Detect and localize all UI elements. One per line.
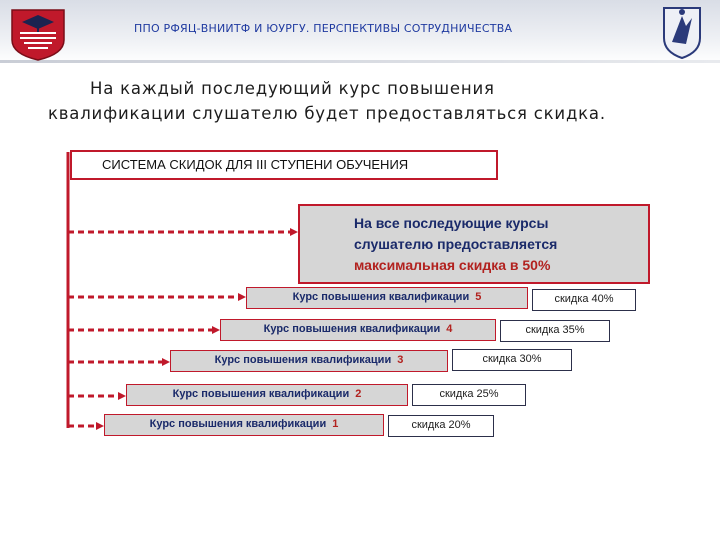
course-4-box: Курс повышения квалификации 4 [220,319,496,341]
course-2-label: Курс повышения квалификации [172,388,350,400]
institute-emblem-logo-icon [663,7,701,60]
course-5-box: Курс повышения квалификации 5 [246,287,528,309]
course-1-label: Курс повышения квалификации [149,418,327,430]
course-2-box: Курс повышения квалификации 2 [126,384,408,406]
course-5-label: Курс повышения квалификации [292,291,470,303]
header-divider [0,60,720,63]
max-discount-box: На все последующие курсы слушателю предо… [298,204,650,284]
course-3-box: Курс повышения квалификации 3 [170,350,448,372]
arrowhead-max-box [290,228,298,236]
course-5-number: 5 [475,291,482,303]
max-box-line-2: слушателю предоставляется [354,236,558,252]
course-4-number: 4 [446,323,453,335]
arrowhead-course-5 [238,293,246,301]
header-title: ППО РФЯЦ-ВНИИТФ И ЮУРГУ. ПЕРСПЕКТИВЫ СОТ… [134,22,513,35]
course-3-discount: скидка 30% [452,349,572,371]
course-3-number: 3 [397,354,404,366]
lead-line-1: На каждый последующий курс повышения [90,79,495,98]
course-2-discount: скидка 25% [412,384,526,406]
discount-system-title: СИСТЕМА СКИДОК ДЛЯ III СТУПЕНИ ОБУЧЕНИЯ [70,150,498,180]
course-4-label: Курс повышения квалификации [263,323,441,335]
max-box-line-3: максимальная скидка в 50% [354,257,551,273]
course-2-number: 2 [355,388,362,400]
arrowhead-course-3 [162,358,170,366]
lead-line-2: квалификации слушателю будет предоставля… [48,104,606,123]
course-5-discount: скидка 40% [532,289,636,311]
lead-text: На каждый последующий курс повышения ква… [40,76,690,126]
arrowhead-course-2 [118,392,126,400]
arrowhead-course-1 [96,422,104,430]
course-1-box: Курс повышения квалификации 1 [104,414,384,436]
course-1-discount: скидка 20% [388,415,494,437]
max-box-line-1: На все последующие курсы [354,215,549,231]
arrowhead-course-4 [212,326,220,334]
course-1-number: 1 [332,418,339,430]
course-3-label: Курс повышения квалификации [214,354,392,366]
course-4-discount: скидка 35% [500,320,610,342]
header-bar: ППО РФЯЦ-ВНИИТФ И ЮУРГУ. ПЕРСПЕКТИВЫ СОТ… [0,0,720,64]
university-shield-logo-icon [11,9,65,61]
